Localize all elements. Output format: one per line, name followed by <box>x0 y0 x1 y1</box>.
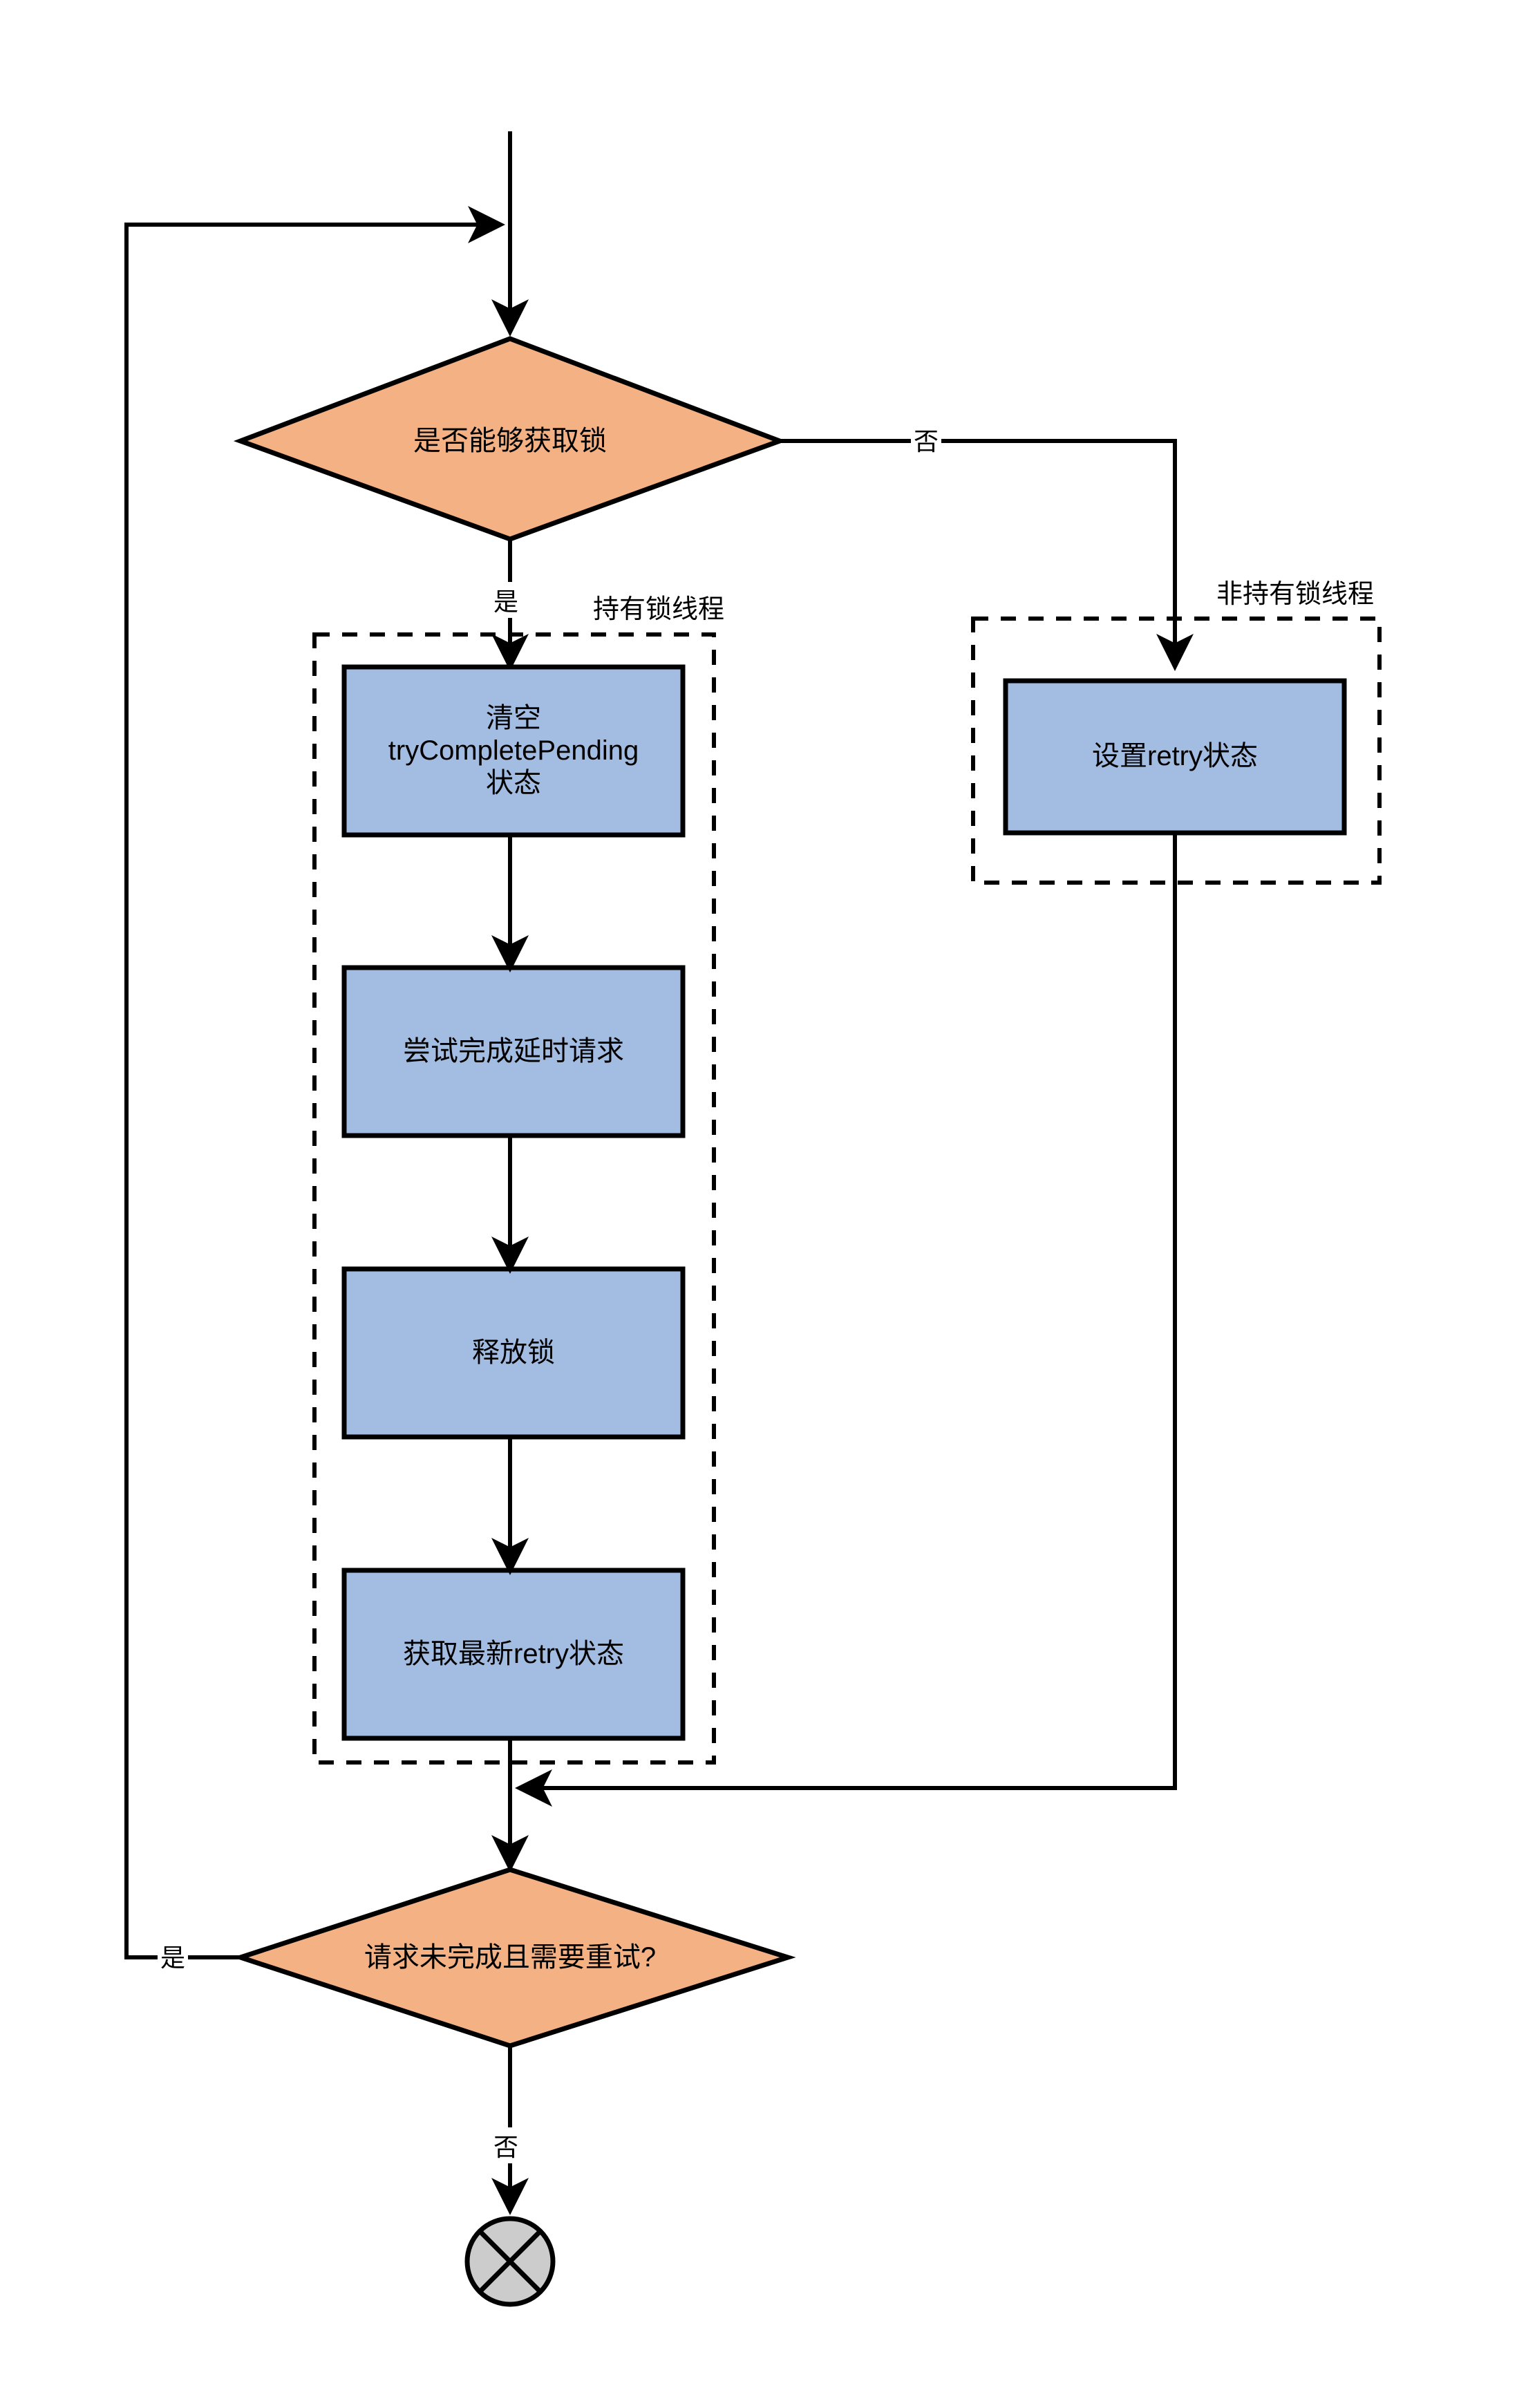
node-terminator-end[interactable] <box>467 2219 553 2304</box>
edge-label-retry-yes: 是 <box>158 1938 189 1974</box>
group-lock-holder-label: 持有锁线程 <box>593 595 725 624</box>
node-decision-acquire-lock[interactable] <box>241 339 780 539</box>
group-non-lock-holder-label: 非持有锁线程 <box>1216 580 1375 609</box>
edge-label-acquire-no: 否 <box>911 422 942 458</box>
group-non-lock-holder[interactable] <box>973 619 1379 883</box>
group-lock-holder[interactable] <box>314 634 714 1762</box>
edge-label-acquire-yes: 是 <box>491 582 522 618</box>
edge-label-retry-no: 否 <box>491 2127 522 2163</box>
node-decision-need-retry[interactable] <box>241 1870 788 2046</box>
